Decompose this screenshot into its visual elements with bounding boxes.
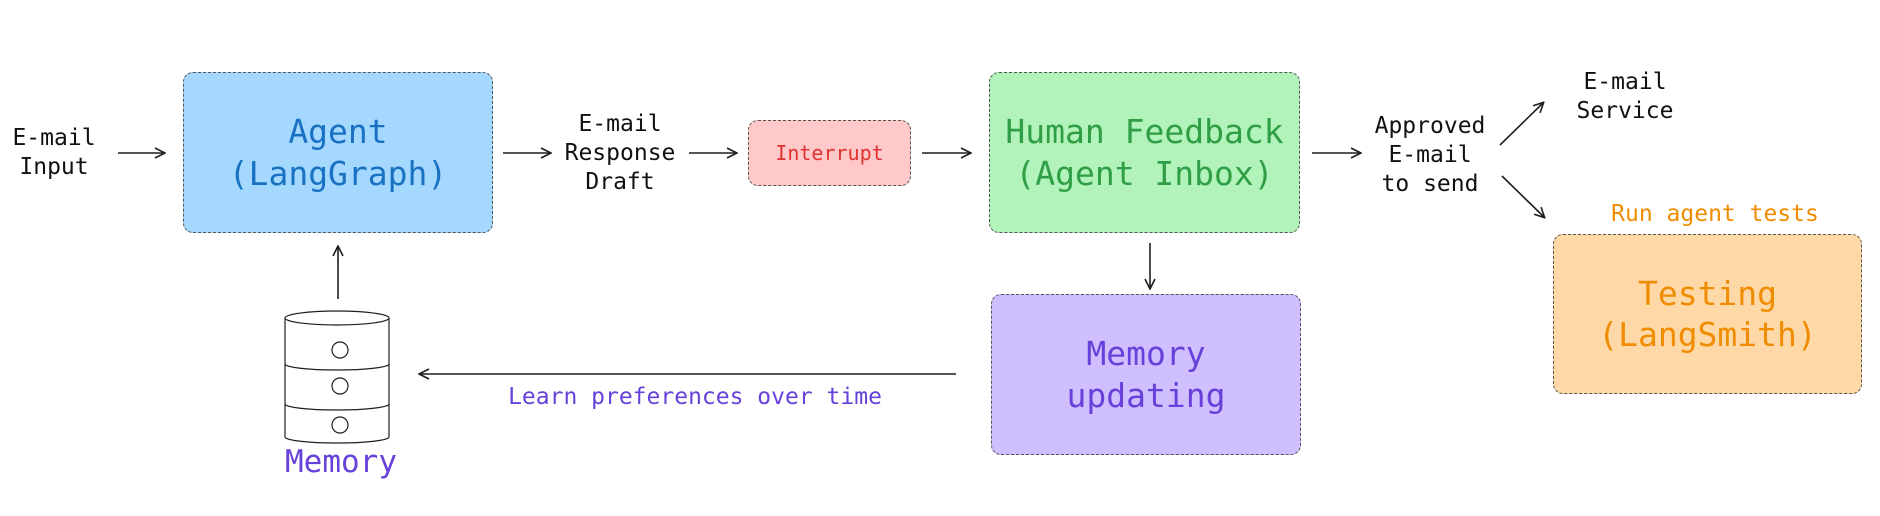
human-feedback-node: Human Feedback (Agent Inbox) <box>989 72 1300 233</box>
memory-updating-node: Memory updating <box>991 294 1301 455</box>
learn-preferences-label: Learn preferences over time <box>508 384 882 410</box>
agent-node: Agent (LangGraph) <box>183 72 493 233</box>
arrow-approved-to-service <box>1499 103 1543 146</box>
database-icon <box>284 310 390 444</box>
memory-updating-node-label: Memory updating <box>1066 334 1226 415</box>
testing-node-label: Testing (LangSmith) <box>1598 273 1817 354</box>
approved-email-label: Approved E-mail to send <box>1374 113 1486 197</box>
memory-store-label: Memory <box>285 444 397 480</box>
human-feedback-node-label: Human Feedback (Agent Inbox) <box>1005 112 1284 193</box>
email-service-label: E-mail Service <box>1576 69 1674 124</box>
interrupt-node-label: Interrupt <box>775 140 884 165</box>
email-input-label: E-mail Input <box>12 125 96 180</box>
testing-node: Testing (LangSmith) <box>1553 234 1862 394</box>
response-draft-label: E-mail Response Draft <box>564 111 676 195</box>
arrow-approved-to-testing <box>1501 175 1544 217</box>
interrupt-node: Interrupt <box>748 120 911 186</box>
run-agent-tests-label: Run agent tests <box>1611 201 1819 227</box>
agent-node-label: Agent (LangGraph) <box>228 112 448 193</box>
